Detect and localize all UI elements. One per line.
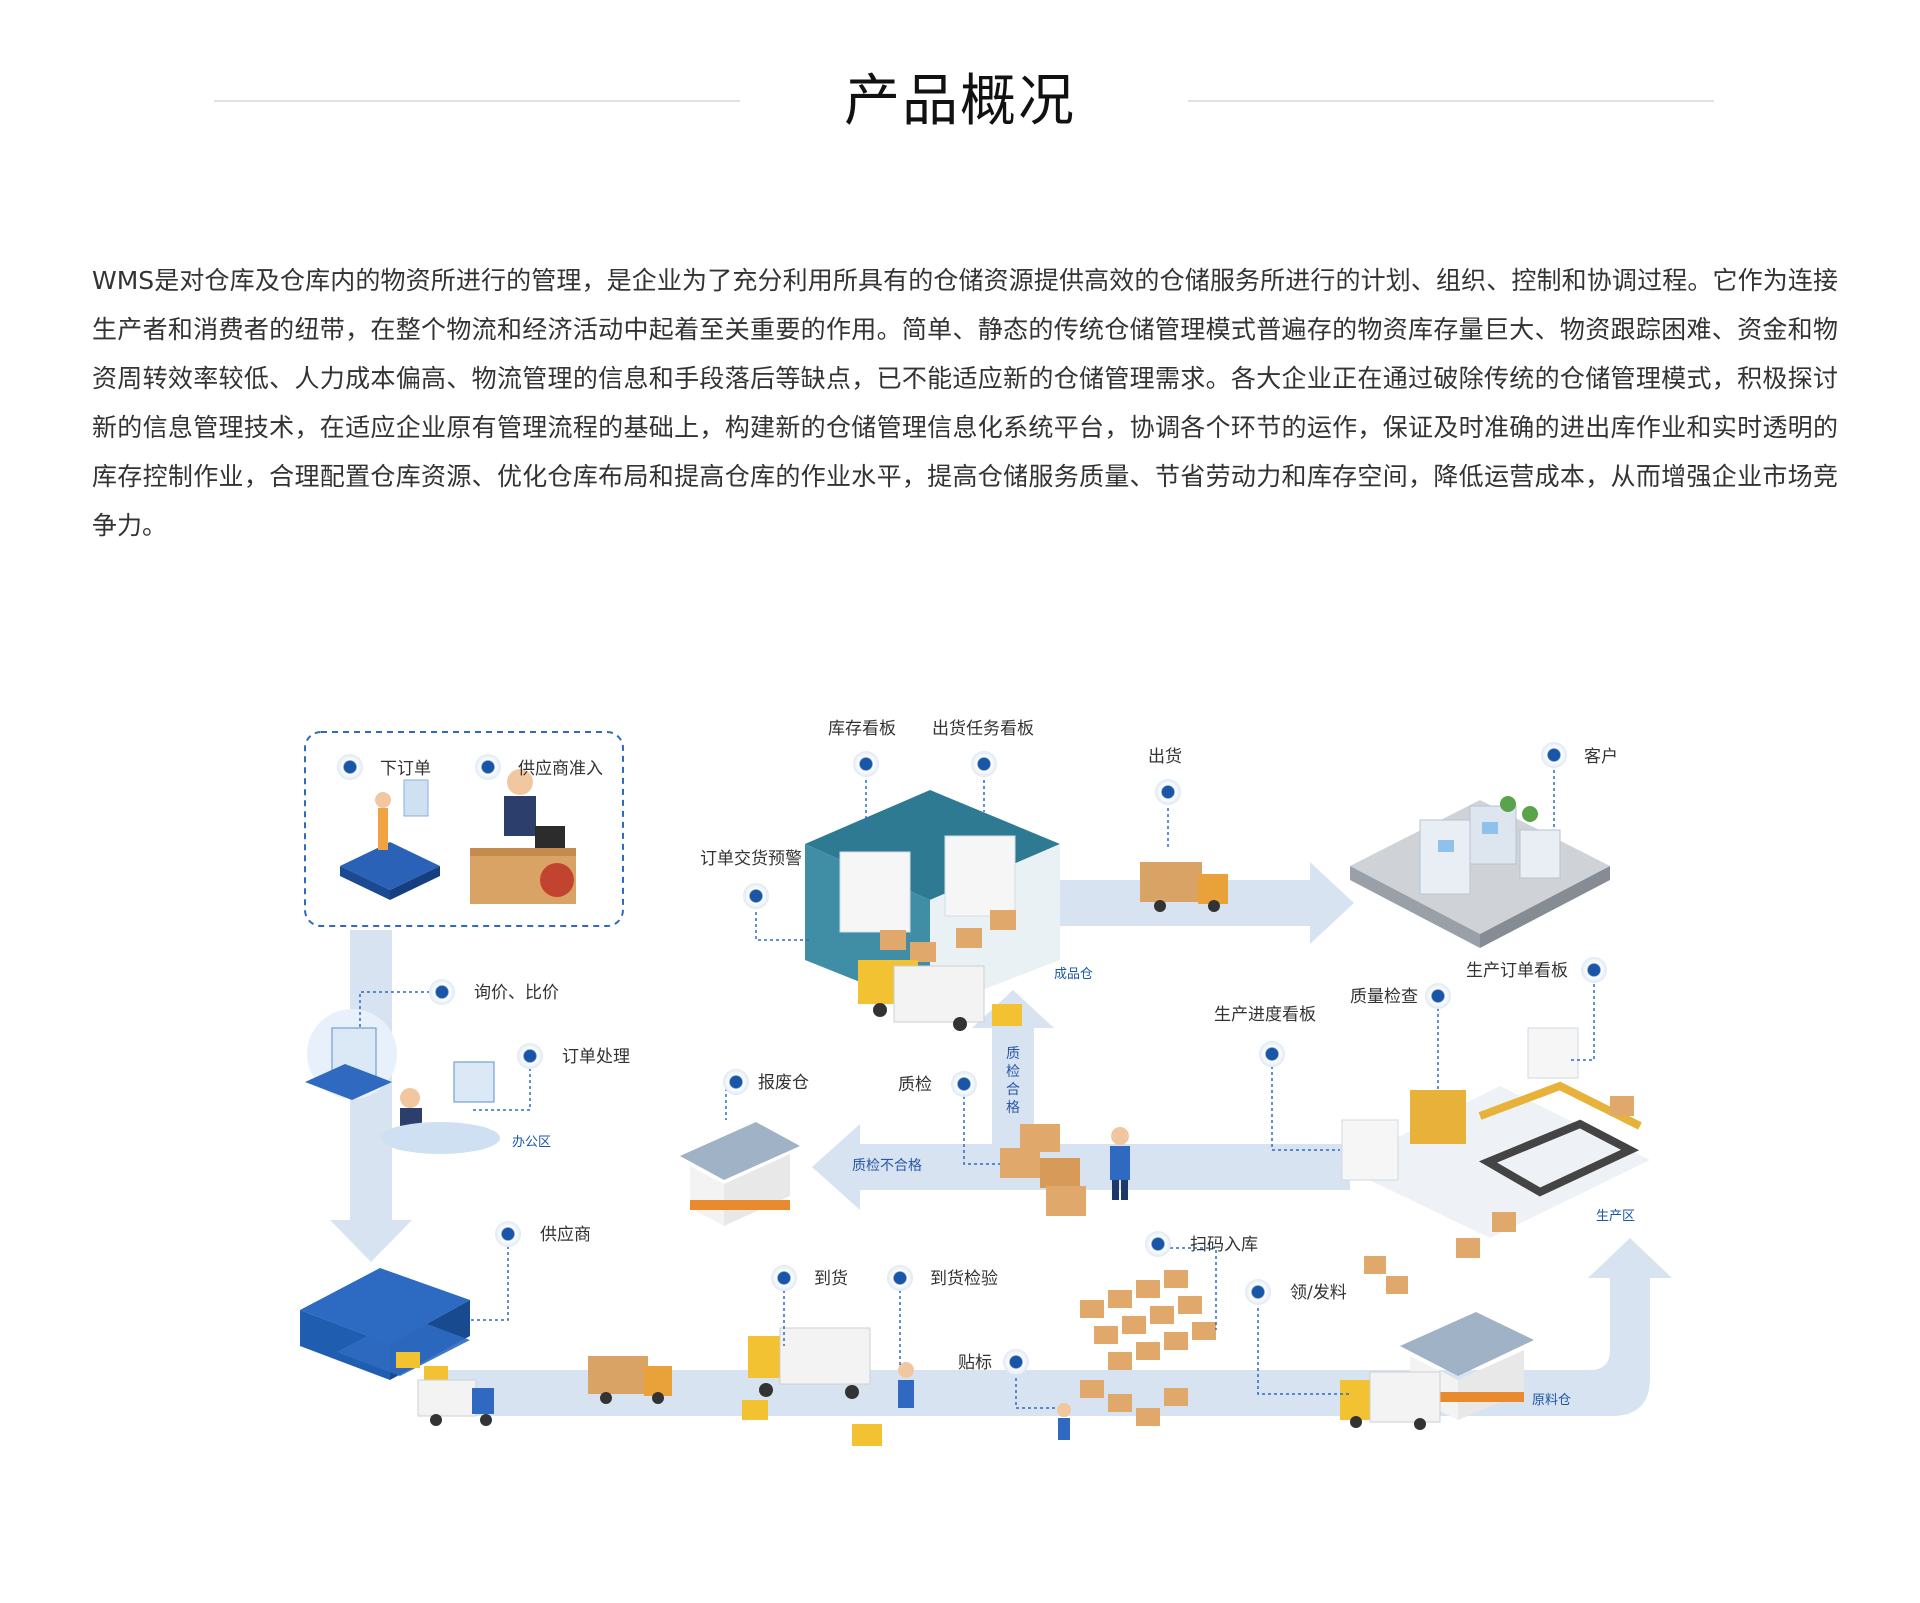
order-panel bbox=[304, 731, 624, 927]
node-dot-quality-check bbox=[1425, 983, 1451, 1009]
page-title: 产品概况 bbox=[844, 69, 1076, 134]
node-dot-outbound-board bbox=[971, 751, 997, 777]
order-illustration bbox=[340, 779, 440, 900]
label-production-board: 生产订单看板 bbox=[1466, 961, 1568, 981]
node-dot-labeling bbox=[1003, 1349, 1029, 1375]
node-dot-production-board bbox=[1581, 957, 1607, 983]
label-order-process: 订单处理 bbox=[562, 1047, 630, 1067]
label-customer: 客户 bbox=[1584, 747, 1618, 767]
label-inquiry: 询价、比价 bbox=[474, 983, 559, 1003]
label-arrival-inspect: 到货检验 bbox=[930, 1269, 998, 1289]
finished-warehouse-illustration bbox=[805, 790, 1060, 1031]
arrow-label-qc-fail: 质检不合格 bbox=[852, 1158, 922, 1174]
label-picking: 领/发料 bbox=[1290, 1283, 1347, 1303]
qc-boxes-illustration bbox=[1000, 1124, 1130, 1216]
raw-warehouse-illustration bbox=[1340, 1312, 1534, 1430]
label-scan-in: 扫码入库 bbox=[1190, 1235, 1258, 1255]
label-labeling: 贴标 bbox=[958, 1353, 992, 1373]
node-dot-picking bbox=[1245, 1279, 1271, 1305]
area-production: 生产区 bbox=[1596, 1209, 1635, 1224]
node-dot-supplier-admit bbox=[475, 754, 501, 780]
area-finished: 成品仓 bbox=[1054, 967, 1093, 982]
production-area-illustration bbox=[1340, 1027, 1650, 1258]
node-dots bbox=[337, 742, 1607, 1375]
supplier-admit-illustration bbox=[470, 769, 576, 904]
label-order: 下订单 bbox=[380, 759, 431, 779]
label-qc: 质检 bbox=[898, 1075, 932, 1095]
label-arrival: 到货 bbox=[814, 1269, 848, 1289]
qc-pass-char: 质 bbox=[1006, 1046, 1020, 1062]
arrow-label-qc-pass: 质检合格 bbox=[1006, 1046, 1020, 1116]
label-inventory-board: 库存看板 bbox=[828, 719, 896, 739]
node-dot-inquiry bbox=[429, 979, 455, 1005]
supplier-containers-illustration bbox=[300, 1268, 494, 1426]
node-dot-scan-in bbox=[1145, 1231, 1171, 1257]
node-dot-order-delivery bbox=[743, 883, 769, 909]
scrap-warehouse-illustration bbox=[680, 1122, 800, 1226]
qc-pass-char: 检 bbox=[1006, 1064, 1020, 1080]
node-dot-arrival bbox=[771, 1265, 797, 1291]
shipping-truck-illustration bbox=[1140, 862, 1228, 912]
label-supplier: 供应商 bbox=[540, 1225, 591, 1245]
title-rule-right bbox=[1188, 100, 1714, 102]
area-office: 办公区 bbox=[512, 1135, 551, 1150]
node-dot-progress-board bbox=[1259, 1041, 1285, 1067]
node-dot-order-process bbox=[517, 1043, 543, 1069]
leader-lines bbox=[359, 758, 1595, 1409]
label-quality-check: 质量检查 bbox=[1350, 987, 1418, 1007]
qc-pass-char: 格 bbox=[1006, 1100, 1020, 1116]
node-dot-supplier bbox=[495, 1221, 521, 1247]
node-dot-qc bbox=[951, 1071, 977, 1097]
node-dot-order bbox=[337, 754, 363, 780]
label-outbound-board: 出货任务看板 bbox=[932, 719, 1034, 739]
node-dot-customer bbox=[1541, 742, 1567, 768]
node-dot-arrival-inspect bbox=[887, 1265, 913, 1291]
arrival-truck-illustration bbox=[588, 1327, 914, 1446]
label-order-delivery: 订单交货预警 bbox=[700, 849, 802, 869]
office-illustration bbox=[305, 1009, 500, 1154]
qc-pass-char: 合 bbox=[1006, 1082, 1020, 1098]
node-dot-shipping bbox=[1155, 779, 1181, 805]
node-dot-inventory-board bbox=[853, 751, 879, 777]
customer-city-illustration bbox=[1350, 796, 1610, 948]
title-rule-left bbox=[214, 100, 740, 102]
label-shipping: 出货 bbox=[1148, 747, 1182, 767]
storage-racks-illustration bbox=[1080, 1256, 1408, 1426]
label-supplier-admit: 供应商准入 bbox=[518, 759, 603, 779]
label-worker-head bbox=[1057, 1403, 1071, 1417]
area-raw: 原料仓 bbox=[1532, 1393, 1571, 1408]
node-dot-scrap bbox=[723, 1069, 749, 1095]
label-scrap-warehouse: 报废仓 bbox=[758, 1073, 809, 1093]
label-worker-body bbox=[1058, 1418, 1070, 1440]
label-progress-board: 生产进度看板 bbox=[1214, 1005, 1316, 1025]
intro-paragraph: WMS是对仓库及仓库内的物资所进行的管理，是企业为了充分利用所具有的仓储资源提供… bbox=[92, 266, 1838, 540]
